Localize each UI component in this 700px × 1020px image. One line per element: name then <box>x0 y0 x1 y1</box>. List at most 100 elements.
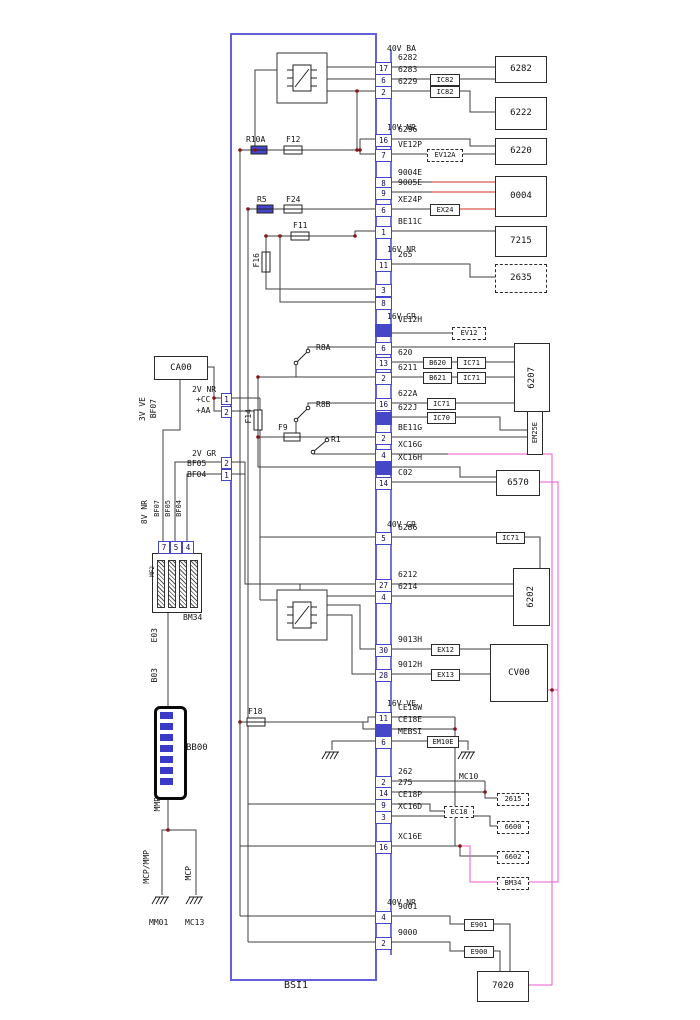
wire <box>391 941 464 952</box>
wire-label-6212: 6212 <box>398 570 418 579</box>
label-BM34: BM34 <box>183 613 203 622</box>
connector-pin-9: 9 <box>375 799 392 812</box>
wire <box>265 716 377 723</box>
component-box-label: IC82 <box>436 87 454 96</box>
connector-pin-11: 11 <box>375 712 392 725</box>
label-F18: F18 <box>248 707 263 716</box>
wire-label-622J: 622J <box>398 403 418 412</box>
label-F24: F24 <box>286 195 301 204</box>
fusebox-pin-5: 5 <box>170 541 182 554</box>
wire <box>302 138 377 151</box>
wire <box>460 845 497 883</box>
battery-cell <box>160 723 173 730</box>
wire <box>257 430 377 468</box>
component-box-label: IC71 <box>463 373 480 382</box>
label-MCP-MMP: MCP/MMP <box>142 850 151 884</box>
component-box-B621: B621 <box>423 372 452 384</box>
battery-cell <box>160 756 173 763</box>
wire <box>391 815 497 827</box>
junction-dot <box>256 375 260 379</box>
connector-pin-7: 7 <box>375 149 392 162</box>
label-R1: R1 <box>331 435 341 444</box>
component-box-6600: 6600 <box>497 821 529 834</box>
component-box-label: 0004 <box>510 191 532 201</box>
junction-dot <box>483 790 487 794</box>
switch-contact <box>305 405 311 411</box>
wire <box>391 845 497 857</box>
fusebox-pin-4: 4 <box>182 541 194 554</box>
bsi1-module-outline <box>230 33 377 981</box>
component-box-label: IC71 <box>463 358 480 367</box>
connector-pin-8: 8 <box>375 297 392 310</box>
wire-label-XC16H: XC16H <box>398 453 423 462</box>
component-box-CV00: CV00 <box>490 644 548 702</box>
wire <box>362 722 377 730</box>
wire-label-275: 275 <box>398 778 413 787</box>
connector-pin <box>375 462 392 475</box>
wire-label-MEBSI: MEBSI <box>398 727 423 736</box>
component-box-label: 6602 <box>504 853 522 861</box>
component-box-EX24: EX24 <box>430 204 460 216</box>
ground-hatch <box>193 896 199 905</box>
connector-pin-14: 14 <box>375 477 392 490</box>
component-box-label: EX13 <box>437 670 454 679</box>
connector-pin-4: 4 <box>375 911 392 924</box>
component-box-E901: E901 <box>464 919 494 931</box>
label-2V-NR: 2V NR <box>192 385 217 394</box>
component-box-IC71: IC71 <box>496 532 525 544</box>
label-R8B: R8B <box>316 400 331 409</box>
junction-dot <box>246 207 250 211</box>
maxi-fuse-strip <box>190 560 198 608</box>
component-box-CA00: CA00 <box>154 356 208 380</box>
label-MC10: MC10 <box>459 772 479 781</box>
junction-dot <box>458 844 462 848</box>
label-R5: R5 <box>257 195 267 204</box>
wire <box>391 803 444 812</box>
wire <box>391 263 495 278</box>
connector-pin-6: 6 <box>375 342 392 355</box>
component-box-6602: 6602 <box>497 851 529 864</box>
component-box-2615: 2615 <box>497 793 529 806</box>
component-box-label: EV12A <box>434 151 456 159</box>
connector-pin-6: 6 <box>375 204 392 217</box>
component-box-6570: 6570 <box>496 470 540 496</box>
wire-label-XC16G: XC16G <box>398 440 423 449</box>
component-box-label: 6282 <box>510 64 532 74</box>
connector-pin-5: 5 <box>375 532 392 545</box>
label-MF2: MF2 <box>149 566 156 577</box>
voltage-group-label: 10V NR <box>387 123 416 132</box>
component-box-label: B620 <box>429 358 446 367</box>
connector-pin-2: 2 <box>375 432 392 445</box>
component-box-E900: E900 <box>464 946 494 958</box>
edge-pin-2: 2 <box>221 457 232 469</box>
junction-dot <box>355 89 359 93</box>
ground-hatch <box>325 751 331 760</box>
wire-label-6282: 6282 <box>398 53 418 62</box>
ic-mark <box>294 68 310 88</box>
wire <box>492 923 511 971</box>
wire-label-6214: 6214 <box>398 582 418 591</box>
connector-pin-16: 16 <box>375 841 392 854</box>
ground-hatch <box>321 751 327 760</box>
component-box-label: E900 <box>470 947 488 956</box>
wire-label-9004E: 9004E <box>398 168 423 177</box>
connector-pin-16: 16 <box>375 134 392 147</box>
wire-label-6286: 6286 <box>398 523 418 532</box>
junction-dot <box>453 727 457 731</box>
wire <box>327 604 377 650</box>
component-box-label: IC71 <box>502 533 519 542</box>
label-B03: B03 <box>150 668 159 683</box>
label-BF05: BF05 <box>187 459 207 468</box>
component-box-EM25E: EM25E <box>527 411 543 455</box>
wire-label-CE18E: CE18E <box>398 715 423 724</box>
component-box-B620: B620 <box>423 357 452 369</box>
label-BF04: BF04 <box>187 470 207 479</box>
label-MMP: MMP <box>153 797 162 812</box>
ground-hatch <box>155 896 161 905</box>
junction-dot <box>264 234 268 238</box>
wire-label-9001: 9001 <box>398 902 418 911</box>
wire <box>492 950 501 971</box>
connector-pin-4: 4 <box>375 591 392 604</box>
connector-pin <box>375 324 392 337</box>
